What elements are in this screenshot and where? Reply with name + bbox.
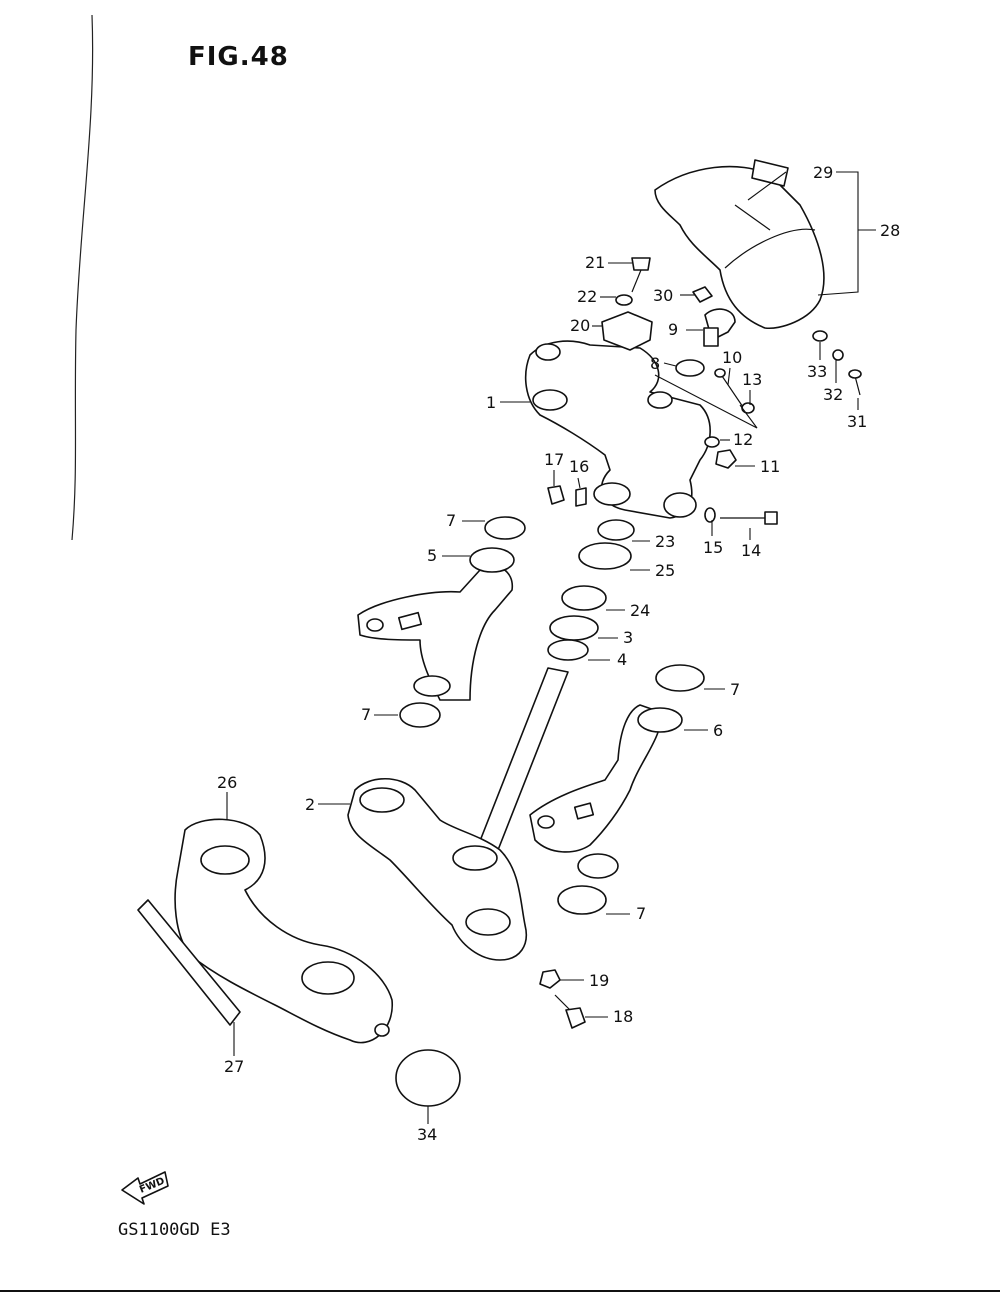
callout-27: 27 <box>224 1057 244 1076</box>
part-5-left-bracket <box>357 516 526 728</box>
callout-7b: 7 <box>730 680 740 699</box>
callout-19: 19 <box>589 971 609 990</box>
callout-34: 34 <box>417 1125 437 1144</box>
part-27-plate <box>137 899 241 1026</box>
callout-29: 29 <box>813 163 833 182</box>
fwd-arrow-icon: FWD <box>121 1171 169 1205</box>
callout-7c: 7 <box>361 705 371 724</box>
leader-lines <box>226 171 876 1124</box>
callout-26: 26 <box>217 773 237 792</box>
callout-13: 13 <box>742 370 762 389</box>
callout-12: 12 <box>733 430 753 449</box>
callout-5: 5 <box>427 546 437 565</box>
part-2-lower-bracket <box>347 667 569 961</box>
callout-20: 20 <box>570 316 590 335</box>
callout-10: 10 <box>722 348 742 367</box>
callout-33: 33 <box>807 362 827 381</box>
callout-6: 6 <box>713 721 723 740</box>
callout-3: 3 <box>623 628 633 647</box>
part-28-cover <box>654 159 825 330</box>
part-18-19-hardware <box>539 969 586 1029</box>
callout-18: 18 <box>613 1007 633 1026</box>
callout-2: 2 <box>305 795 315 814</box>
callout-16: 16 <box>569 457 589 476</box>
callout-24: 24 <box>630 601 650 620</box>
callout-28: 28 <box>880 221 900 240</box>
callout-22: 22 <box>577 287 597 306</box>
callout-11: 11 <box>760 457 780 476</box>
figure-title: FIG.48 <box>188 42 289 72</box>
callout-7a: 7 <box>446 511 456 530</box>
callout-4: 4 <box>617 650 627 669</box>
callout-17: 17 <box>544 450 564 469</box>
callout-8: 8 <box>650 354 660 373</box>
callout-1: 1 <box>486 393 496 412</box>
callout-labels: 1 2 3 4 5 6 7 7 7 7 8 9 10 11 12 13 14 1… <box>217 163 900 1144</box>
part-34-cap <box>395 1049 461 1107</box>
part-29-emblem <box>751 159 789 187</box>
callout-7d: 7 <box>636 904 646 923</box>
scan-edge-line <box>71 14 94 541</box>
small-hardware-top <box>601 257 755 414</box>
callout-31: 31 <box>847 412 867 431</box>
callout-9: 9 <box>668 320 678 339</box>
part-6-right-bracket <box>529 664 705 915</box>
callout-21: 21 <box>585 253 605 272</box>
callout-14: 14 <box>741 541 761 560</box>
callout-15: 15 <box>703 538 723 557</box>
callout-25: 25 <box>655 561 675 580</box>
part-31-33-hardware <box>812 330 862 396</box>
side-hardware <box>547 436 778 525</box>
part-1-upper-bracket <box>524 340 711 519</box>
callout-23: 23 <box>655 532 675 551</box>
bearing-stack <box>547 519 635 661</box>
callout-32: 32 <box>823 385 843 404</box>
model-code: GS1100GD E3 <box>118 1220 231 1240</box>
part-26-cover <box>174 818 393 1044</box>
callout-30: 30 <box>653 286 673 305</box>
